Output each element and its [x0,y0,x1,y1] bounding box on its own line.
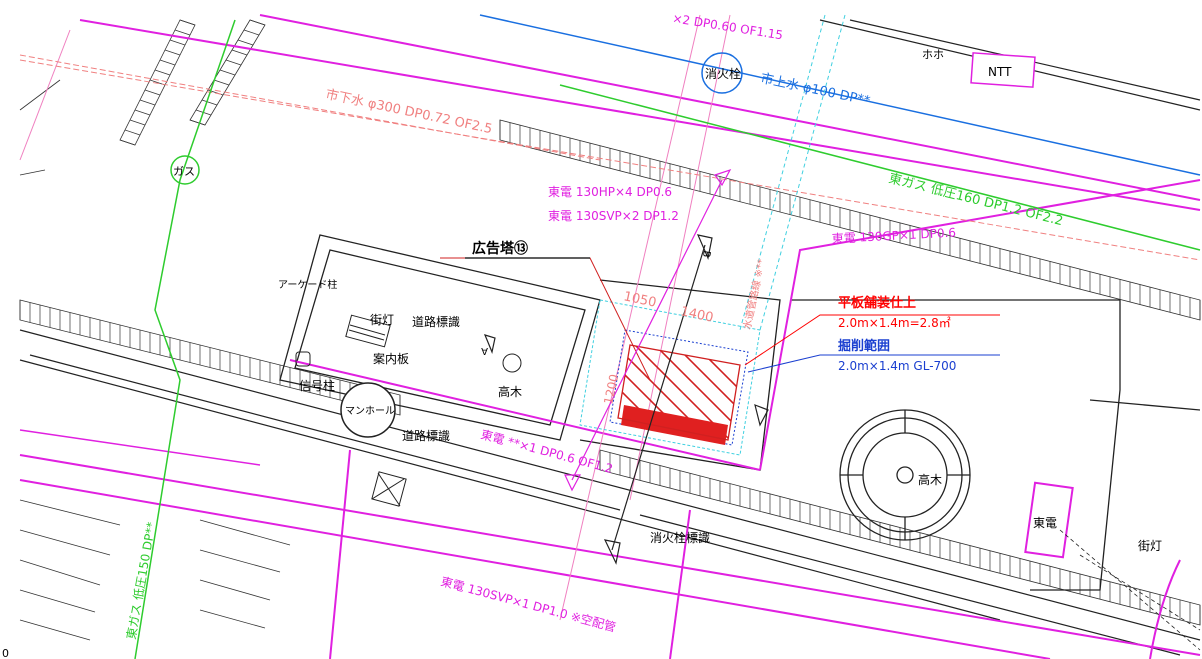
arcade-pillar-label: アーケード柱 [278,278,337,291]
finish-detail: 2.0m×1.4m=2.8㎡ [838,316,951,330]
dim-1200-label: 1200 [601,373,621,406]
water-line [479,14,1201,176]
water-main-label: 市上水 φ100 DP** [759,70,872,109]
section-markers [564,168,732,492]
dim-1400-label: 1400 [679,304,714,326]
excavation-detail: 2.0m×1.4m GL-700 [838,359,956,373]
tile-tick [129,119,146,126]
tile-tick [231,49,248,56]
street-light-label: 街灯 [370,313,394,327]
tile-tick [219,69,236,76]
signal-pole-symbol [295,351,311,367]
tile-tick [139,99,156,106]
tall-tree-symbol [839,409,971,541]
dim-1050-label: 1050 [622,289,657,311]
ntt-symbol: ホホ [922,48,944,61]
ad-tower-label: 広告塔⑬ [472,240,528,257]
tile-tick [213,79,230,86]
section-b-marks [483,234,769,565]
tile-tick [237,39,254,46]
tall-tree-label: 高木 [498,384,522,399]
guide-board-label: 案内板 [373,351,409,366]
gas-circle-label: ガス [173,165,195,178]
section-b-label: B [700,249,712,258]
road-outlines [19,19,1201,656]
dim-vertical-label: 水道管路線 ※** [740,258,768,331]
tile-tick [154,69,171,76]
section-a-label: A [481,345,488,356]
toden-gp-label: 東電 130GP×1 DP0.6 [831,226,956,246]
excavation-title: 掘削範囲 [838,338,890,354]
toden-bottom-label: 東電 130SVP×1 DP1.0 ※空配管 [439,573,617,634]
bottom-right-lines [1059,529,1201,651]
reference-lines [739,14,846,331]
top-cable-label: ×2 DP0.60 OF1.15 [672,11,784,42]
tile-tick [169,39,186,46]
corner-mark: 0 [2,647,9,659]
hydrant-symbol: 消火栓 [701,52,743,94]
road-sign-label: 道路標識 [412,314,460,329]
tile-tick [144,89,161,96]
gas-symbol: ガス [170,155,200,185]
tile-tick [179,19,196,26]
manhole-label: マンホール [345,405,395,417]
street-light2-label: 街灯 [1138,539,1162,553]
hydrant-sign-label: 消火栓標識 [650,530,710,545]
road-sign2-label: 道路標識 [402,428,450,443]
ntt-label: NTT [988,65,1012,79]
gas-main-label: 東ガス 低圧160 DP1.2 OF2.2 [887,170,1065,229]
curb-lines [19,79,291,641]
sewer-label: 市下水 φ300 DP0.72 OF2.5 [324,86,494,137]
traffic-island [279,234,1201,591]
toden-hp-label: 東電 130HP×4 DP0.6 [548,185,672,199]
tile-tick [164,49,181,56]
tile-tick [249,19,266,26]
finish-title: 平板舗装仕上 [838,295,916,311]
tile-tick [159,59,176,66]
ntt-box: NTT ホホ [922,48,1036,88]
tile-tick [174,29,191,36]
signal-pole-label: 信号柱 [299,378,335,393]
hydrant-label: 消火栓 [705,66,741,81]
tile-tick [201,99,218,106]
manhole-symbol: マンホール [340,382,396,438]
crossed-box [371,471,407,507]
leader-lines [440,257,1000,381]
toden-box-label: 東電 [1033,516,1057,530]
labels: ×2 DP0.60 OF1.15 市上水 φ100 DP** 市下水 φ300 … [2,11,1162,659]
small-tree-symbol [502,353,522,373]
tile-tick [124,129,141,136]
sewer-line [19,54,1201,261]
tile-tick [189,119,206,126]
tile-tick [243,29,260,36]
electric-lines [19,14,1201,659]
tall-tree2-label: 高木 [918,472,942,487]
tile-tick [225,59,242,66]
gas-lines [134,19,1201,659]
sidewalk-tile-ticks [19,19,1201,625]
guide-board-symbol [345,314,391,348]
tile-tick [119,139,136,146]
toden-svp2-label: 東電 130SVP×2 DP1.2 [548,209,679,223]
tile-tick [134,109,151,116]
